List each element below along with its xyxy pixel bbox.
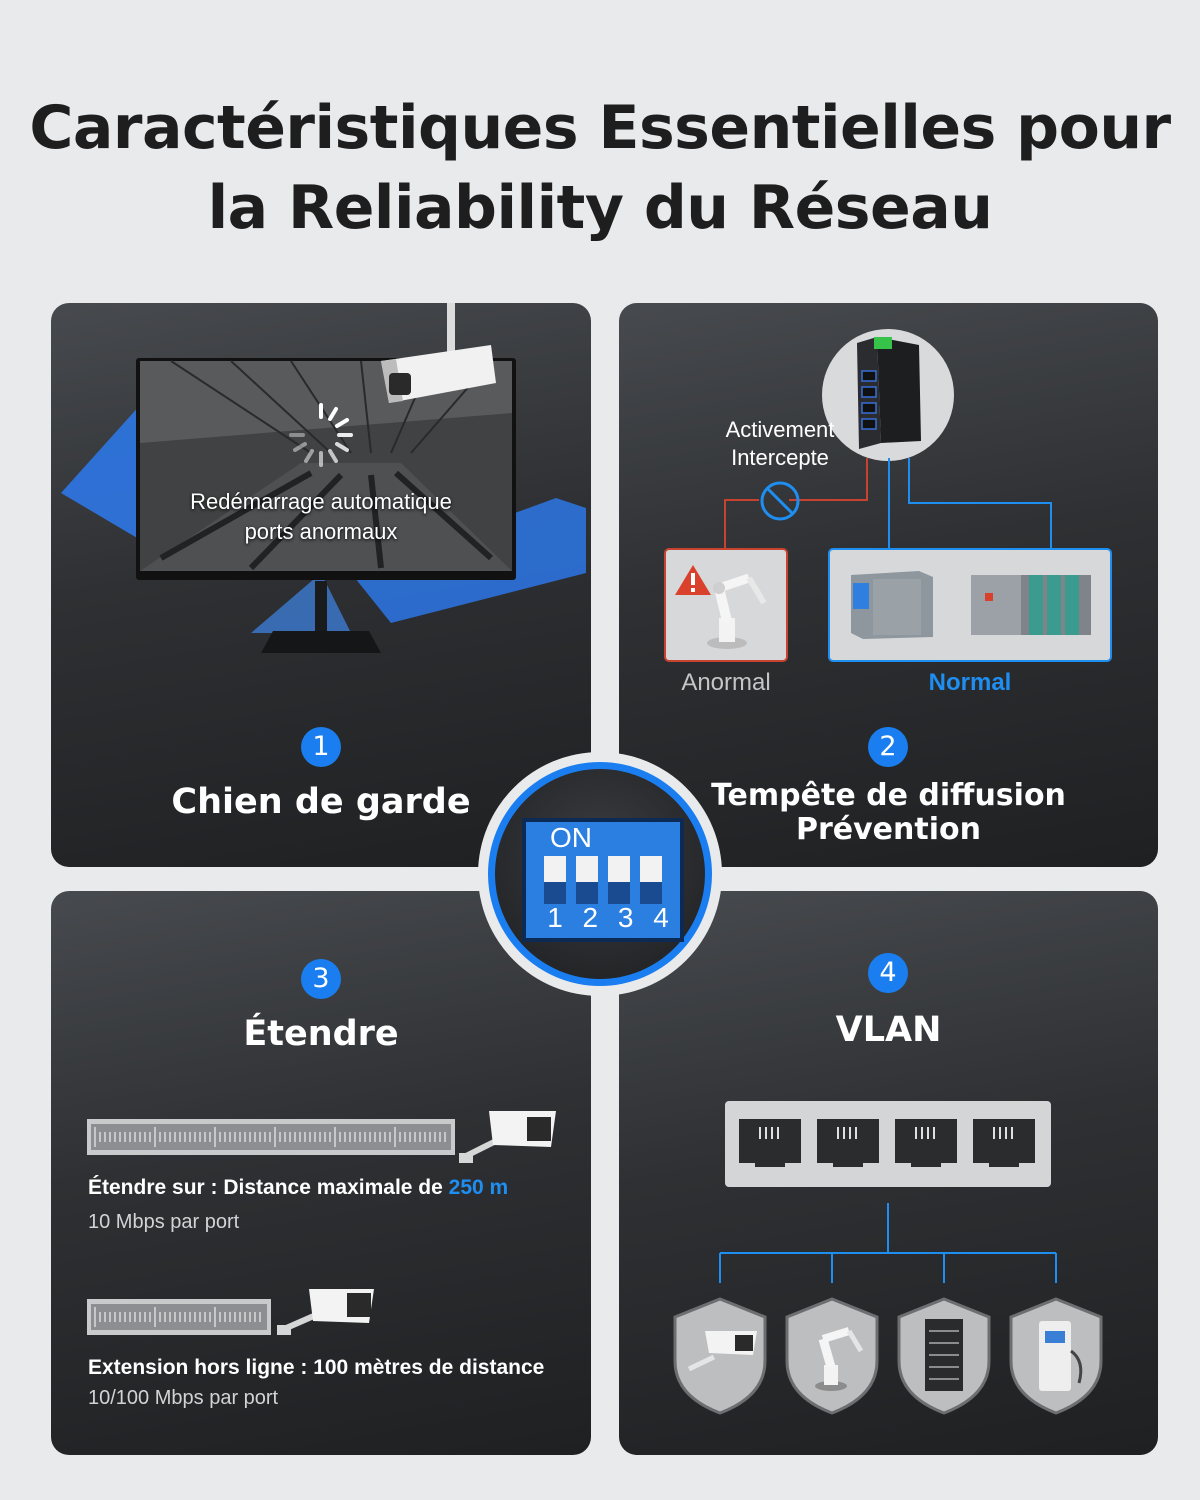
extend-250-value: 250 m — [448, 1176, 509, 1199]
plc-rack-icon — [971, 575, 1091, 635]
robot-arm-icon — [707, 573, 767, 649]
shield-icon-server — [897, 1297, 991, 1415]
vlan-tree-lines — [719, 1203, 1057, 1283]
panel-vlan: 4 VLAN — [619, 891, 1158, 1455]
feature-title-line1: Tempête de diffusion — [711, 778, 1066, 813]
distance-ruler-short — [87, 1299, 271, 1335]
ethernet-port-icon — [895, 1119, 957, 1167]
shield-icon-camera — [673, 1297, 767, 1415]
extend-100-speed: 10/100 Mbps par port — [88, 1387, 279, 1409]
feature-title-watchdog: Chien de garde — [171, 782, 471, 822]
ethernet-port-icon — [739, 1119, 801, 1167]
shield-icon-robot — [785, 1297, 879, 1415]
feature-number-2: 2 — [868, 727, 908, 767]
feature-title-vlan: VLAN — [835, 1010, 942, 1050]
extend-mode-250: Étendre sur : Distance maximale de 250 m — [88, 1176, 508, 1200]
screen-shade — [140, 361, 512, 571]
feature-title-broadcast-storm: Tempête de diffusion Prévention — [619, 779, 1158, 847]
loading-spinner-icon — [289, 403, 353, 467]
dip-switch-numbers: 1 2 3 4 — [544, 902, 672, 934]
dip-switch-number: 1 — [547, 902, 563, 933]
factory-conveyors — [159, 470, 494, 571]
intercept-line1: Activement — [725, 417, 835, 442]
broadcast-storm-diagram — [664, 329, 1112, 662]
panel-extend: 3 Étendre Étendre sur : D — [51, 891, 591, 1455]
page-title-line2: la Reliability du Réseau — [207, 173, 993, 243]
blue-link-line-2 — [908, 458, 1052, 548]
cctv-camera-icon-2 — [277, 1289, 374, 1335]
overlay-line2: ports anormaux — [244, 519, 398, 544]
feature-title-extend: Étendre — [243, 1014, 399, 1054]
ethernet-port-icon — [817, 1119, 879, 1167]
normal-label: Normal — [928, 669, 1012, 696]
panel-broadcast-storm: Activement Intercepte Anormal Normal 2 T… — [619, 303, 1158, 867]
extend-250-text: Étendre sur : Distance maximale de — [88, 1176, 449, 1199]
dip-switch-on-label: ON — [550, 822, 592, 853]
dip-switch-icon — [522, 818, 684, 942]
dip-switch-badge: ON 1 2 3 4 — [478, 752, 722, 996]
panel-watchdog: Redémarrage automatique ports anormaux 1… — [51, 303, 591, 867]
light-beam-bottom — [251, 573, 351, 633]
overlay-line1: Redémarrage automatique — [190, 489, 452, 514]
plc-controller-icon — [851, 571, 933, 639]
feature-title-line2: Prévention — [796, 812, 981, 847]
shield-icon-charging-station — [1009, 1297, 1103, 1415]
dip-switch-number: 3 — [617, 902, 634, 933]
dip-switch-toggles — [544, 856, 662, 904]
cctv-camera-icon-1 — [459, 1111, 556, 1163]
red-link-line — [789, 458, 868, 501]
extend-250-speed: 10 Mbps par port — [88, 1211, 240, 1233]
dip-switch-number: 4 — [653, 902, 669, 933]
ethernet-port-block — [725, 1101, 1051, 1187]
ethernet-port-icons — [739, 1119, 1035, 1167]
feature-number-3: 3 — [301, 959, 341, 999]
warning-icon — [675, 565, 711, 595]
abnormal-label: Anormal — [681, 669, 771, 696]
watchdog-overlay-text: Redémarrage automatique ports anormaux — [51, 487, 591, 547]
distance-ruler-long — [87, 1119, 455, 1155]
cctv-camera-icon — [381, 303, 496, 403]
network-switch-icon — [857, 337, 921, 449]
feature-number-1: 1 — [301, 727, 341, 767]
red-link-line-lower — [724, 499, 759, 548]
extend-mode-100: Extension hors ligne : 100 mètres de dis… — [88, 1356, 545, 1379]
intercept-line2: Intercepte — [731, 445, 829, 470]
monitor-neck — [315, 581, 327, 633]
page-title: Caractéristiques Essentielles pour la Re… — [0, 88, 1200, 248]
intercept-label: Activement Intercepte — [705, 416, 855, 472]
ethernet-port-icon — [973, 1119, 1035, 1167]
watchdog-illustration — [61, 303, 586, 653]
dip-switch-number: 2 — [582, 902, 599, 933]
extend-illustration — [87, 1111, 556, 1335]
feature-number-4: 4 — [868, 953, 908, 993]
page-title-line1: Caractéristiques Essentielles pour — [29, 93, 1171, 163]
blocked-icon — [760, 481, 800, 521]
vlan-diagram — [673, 1101, 1103, 1415]
monitor-base — [261, 631, 381, 653]
